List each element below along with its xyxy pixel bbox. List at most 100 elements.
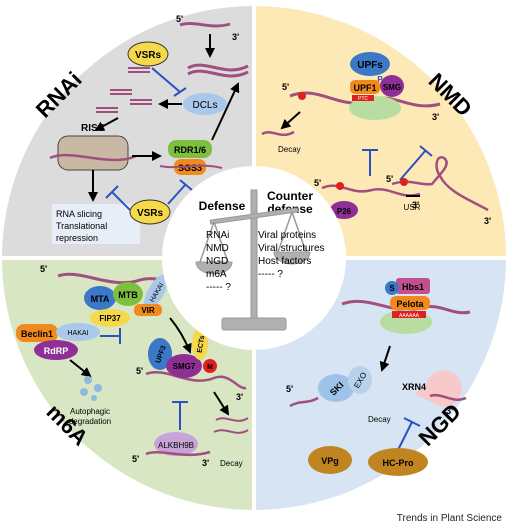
vsrs-top-oval	[127, 41, 169, 67]
vsrs-bottom-label: VSRs	[137, 208, 164, 219]
nmd-content: 5' 3' UPFs P UPF1 SMG PTC Decay 5' 3' P2…	[261, 52, 491, 226]
m6a-3prime-b: 3'	[236, 392, 243, 402]
defense-item: m6A	[206, 269, 227, 280]
mta-oval	[84, 286, 116, 310]
rdrp-inhibit	[100, 328, 121, 344]
vsrs-bottom-oval	[129, 199, 171, 225]
pelota-box	[390, 296, 430, 310]
rdr-to-dsrna-arrow	[211, 82, 240, 141]
vir-box	[134, 304, 162, 316]
usr-inhibit	[399, 145, 433, 181]
risc-label: RISC	[81, 123, 105, 134]
autophagy-dots	[80, 376, 102, 401]
rdrp-oval	[34, 340, 78, 360]
beclin1-box	[16, 324, 58, 342]
mtb-label: MTB	[118, 290, 138, 300]
rnai-5prime: 5'	[176, 14, 183, 24]
m6a-3prime-c: 3'	[202, 458, 209, 468]
counter-item: Host factors	[258, 256, 311, 267]
sgs3-label: SGS3	[178, 163, 202, 173]
alkbh9b-inhibit	[172, 401, 188, 430]
p26-5prime: 5'	[314, 178, 321, 188]
hcpro-oval	[368, 448, 428, 476]
vsrs-inhibit-risc	[105, 185, 131, 211]
upfs-oval	[350, 52, 390, 76]
dcls-label: DCLs	[192, 100, 217, 111]
upf1-label: UPF1	[353, 83, 376, 93]
rdr-rna	[159, 164, 223, 169]
aaa-label: AAAAAA	[399, 313, 420, 319]
rnai-content: 5' 3' VSRs DCLs RISC RNA slicing Transla…	[49, 14, 249, 244]
rna-slicing-label: RNA slicing	[56, 209, 102, 219]
ngd-3prime: 3'	[446, 406, 453, 416]
m6a-down-arrow	[169, 317, 192, 354]
journal-credit: Trends in Plant Science	[396, 513, 502, 524]
nmd-decay-label: Decay	[278, 145, 301, 154]
m6a-5prime-c: 5'	[132, 454, 139, 464]
defense-item: ----- ?	[206, 282, 231, 293]
p26-3prime: 3'	[412, 200, 419, 210]
pelota-label: Pelota	[396, 299, 424, 309]
usr-cap	[400, 178, 408, 186]
hakai-top-oval	[143, 274, 169, 310]
ects-label: ECTs	[197, 335, 207, 353]
p26-cap	[336, 182, 344, 190]
counter-item: ----- ?	[258, 269, 283, 280]
ski-oval	[318, 374, 354, 402]
center-panel: Defense Counter defense RNAi NMD NGD m6A…	[162, 166, 346, 350]
ects-oval	[192, 328, 208, 360]
upf3-oval	[148, 338, 172, 370]
rnai-dsrna	[187, 63, 249, 78]
ngd-5prime: 5'	[286, 384, 293, 394]
m-mark	[203, 359, 217, 373]
mta-label: MTA	[91, 294, 110, 304]
degradation-label: degradation	[69, 417, 111, 426]
counter-item: Viral proteins	[258, 230, 316, 241]
defense-title: Defense	[199, 199, 246, 213]
xrn4-rna	[429, 393, 467, 401]
smg7-oval	[166, 354, 202, 378]
smg7-label: SMG7	[173, 362, 196, 371]
p26-label: P26	[337, 207, 352, 216]
s-mark	[385, 281, 399, 295]
vpg-label: VPg	[321, 456, 339, 466]
rdr-box	[168, 140, 212, 158]
ngd-content: Hbs1 S Pelota AAAAAA SKI EXO 5' XRN4 3' …	[286, 278, 471, 476]
sirna-to-risc-arrow	[94, 117, 119, 131]
vsrs-top-label: VSRs	[135, 50, 162, 61]
rnai-3prime: 3'	[232, 32, 239, 42]
counter-item: Viral structures	[258, 243, 325, 254]
m6a-5prime-b: 5'	[136, 366, 143, 376]
smg-oval	[380, 75, 404, 97]
s-label: S	[389, 284, 395, 293]
risc-target-rna	[49, 153, 137, 162]
p26-oval	[330, 201, 358, 219]
hbs1-label: Hbs1	[402, 282, 424, 292]
upfs-label: UPFs	[357, 60, 383, 71]
nmd-5prime: 5'	[282, 82, 289, 92]
hbs1-box	[396, 278, 430, 294]
dcls-oval	[183, 93, 227, 115]
nmd-ribosome	[349, 96, 401, 120]
m6a-decay-label: Decay	[220, 459, 243, 468]
p-label: P	[377, 75, 383, 84]
balance-scale-icon	[195, 189, 311, 331]
ski-rna	[289, 396, 319, 408]
mtb-oval	[113, 282, 143, 306]
m6a-decay-rna-2	[213, 429, 249, 434]
nmd-decay-rna	[261, 130, 295, 137]
upf1-box	[350, 80, 380, 94]
usr-3prime: 3'	[484, 216, 491, 226]
sirna-duplexes	[96, 67, 152, 113]
m6a-decay-rna-1	[215, 417, 249, 422]
exo-oval	[348, 366, 372, 394]
m6a-5prime: 5'	[40, 264, 47, 274]
alkbh9b-label: ALKBH9B	[158, 441, 194, 450]
autophagic-label: Autophagic	[70, 407, 110, 416]
defense-item: NMD	[206, 243, 229, 254]
rna-slicing-box	[52, 204, 140, 244]
ptc-label: PTC	[358, 96, 368, 102]
alkbh9b-rna	[145, 450, 211, 457]
xrn4-label: XRN4	[402, 382, 426, 392]
